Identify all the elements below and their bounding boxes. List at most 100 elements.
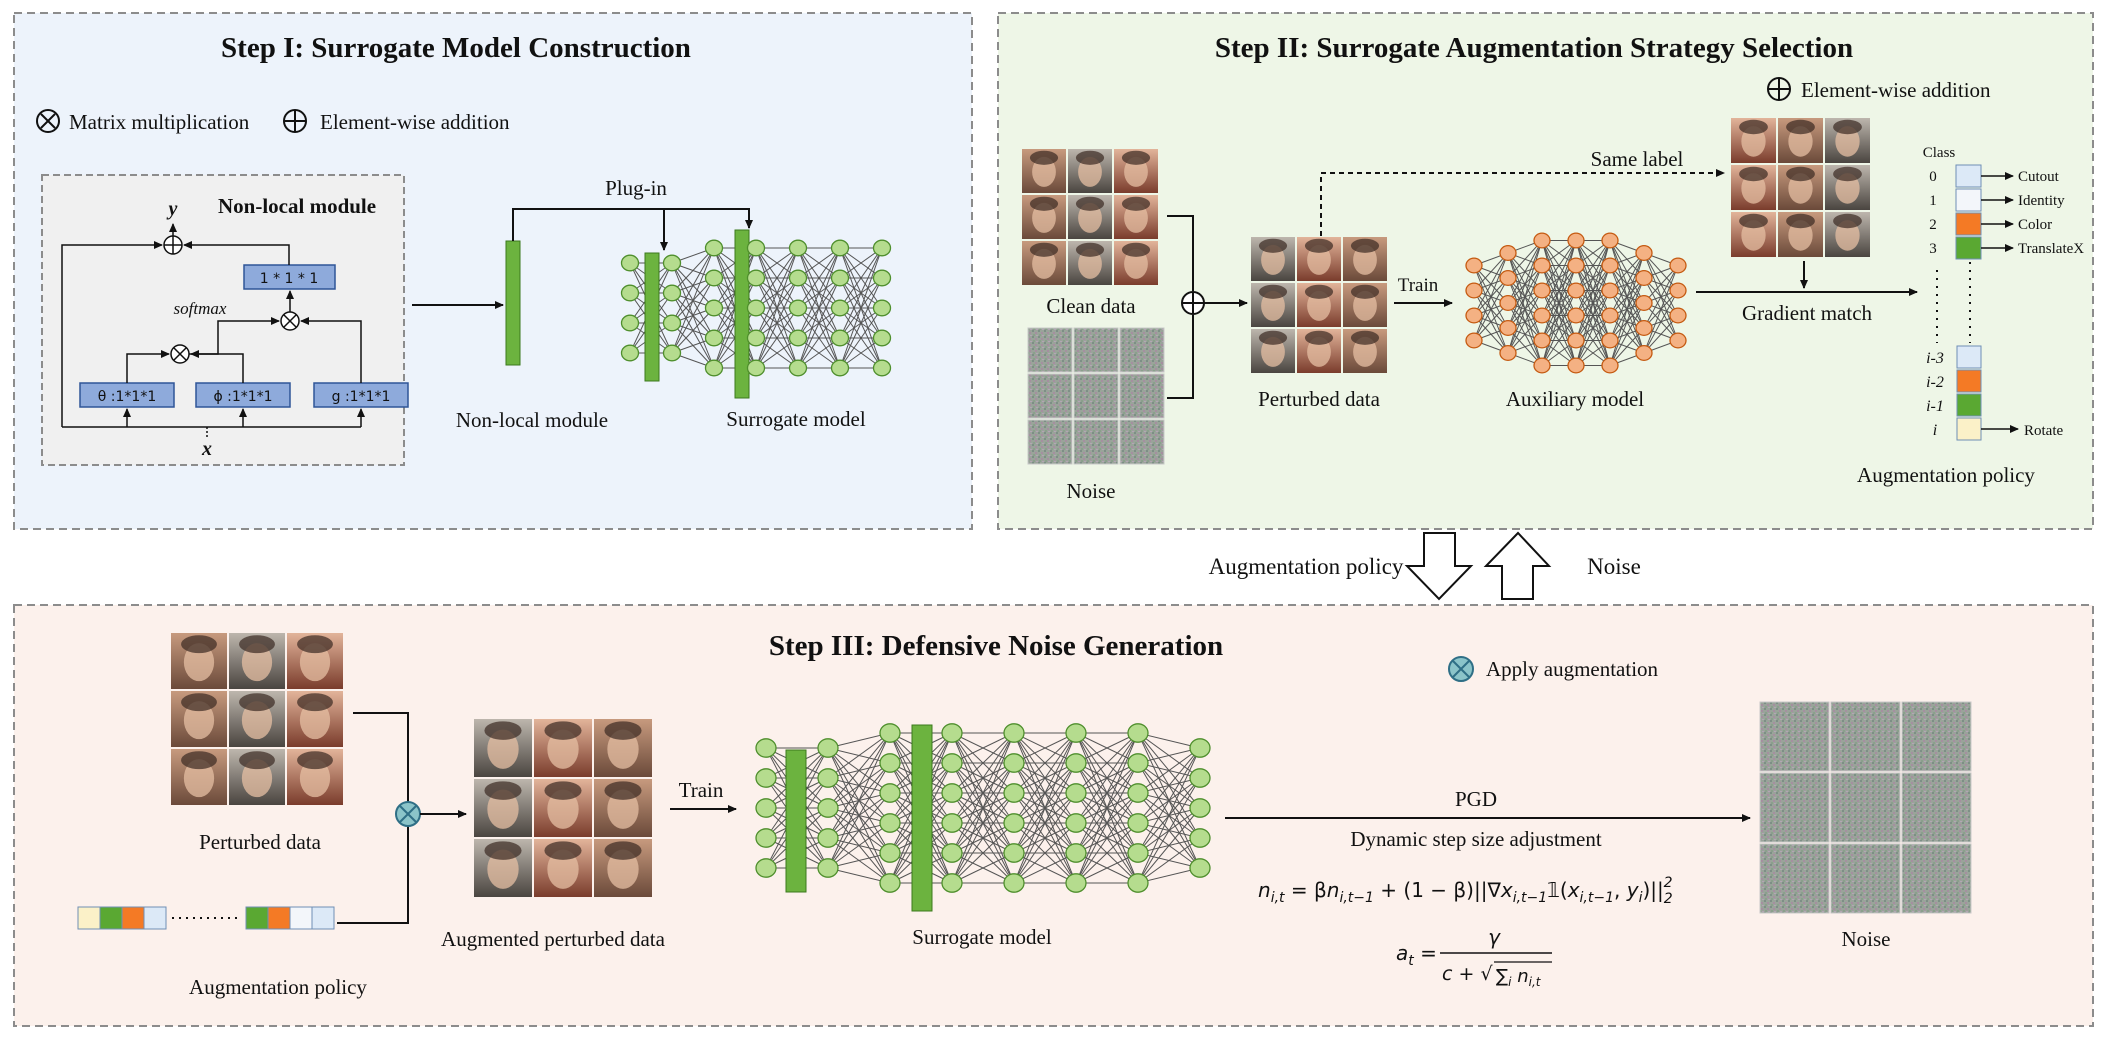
noise-output-image-grid	[1759, 701, 1972, 914]
train-label-3: Train	[679, 778, 724, 802]
network-node	[941, 723, 963, 743]
network-node	[941, 813, 963, 833]
network-node	[662, 344, 682, 362]
legend-add-label-2: Element-wise addition	[1801, 78, 1991, 102]
network-node	[1065, 813, 1087, 833]
noise-thumbnail	[1073, 419, 1119, 465]
up-hollow-arrow-icon	[1483, 531, 1552, 600]
same-label-label: Same label	[1591, 147, 1684, 171]
network-node	[872, 299, 892, 317]
class-swatch	[1956, 369, 1982, 393]
network-node	[1189, 828, 1211, 848]
class-index: i	[1933, 422, 1937, 439]
noise-image-grid	[1027, 327, 1165, 465]
policy-cell	[77, 906, 101, 930]
auxiliary-caption: Auxiliary model	[1506, 387, 1644, 411]
network-node	[1065, 783, 1087, 803]
network-node	[755, 768, 777, 788]
noise-thumbnail	[1073, 373, 1119, 419]
network-node	[1065, 753, 1087, 773]
network-node	[1567, 232, 1585, 249]
network-node	[1635, 269, 1653, 287]
network-node	[1189, 858, 1211, 878]
noise-thumbnail	[1759, 772, 1830, 843]
class-op: Rotate	[2024, 423, 2063, 439]
noise-thumbnail	[1901, 843, 1972, 914]
network-node	[1601, 357, 1619, 374]
class-header: Class	[1923, 145, 1956, 161]
network-node	[1003, 723, 1025, 743]
network-node	[872, 269, 892, 287]
same-label-image-grid	[1731, 118, 1870, 257]
network-node	[620, 284, 640, 302]
network-node	[755, 798, 777, 818]
network-node	[941, 783, 963, 803]
network-node	[1127, 873, 1149, 893]
network-node	[830, 359, 850, 377]
noise-thumbnail	[1901, 701, 1972, 772]
panel-step1: Step I: Surrogate Model Construction Mat…	[13, 12, 973, 530]
softmax-label: softmax	[174, 299, 227, 318]
policy-cell	[245, 906, 269, 930]
green-layer-bar	[911, 724, 933, 912]
middle-noise-label: Noise	[1587, 554, 1641, 579]
network-node	[1065, 723, 1087, 743]
network-node	[704, 359, 724, 377]
network-node	[1465, 332, 1483, 349]
network-node	[1533, 357, 1551, 374]
network-node	[1003, 813, 1025, 833]
nonlocal-caption: Non-local module	[456, 408, 608, 432]
network-node	[755, 738, 777, 758]
policy-cell	[99, 906, 123, 930]
matmul-node-top-icon	[280, 311, 300, 331]
network-node	[1003, 783, 1025, 803]
panel-step3: Step III: Defensive Noise Generation App…	[13, 604, 2094, 1027]
noise-thumbnail	[1073, 327, 1119, 373]
network-node	[1567, 257, 1585, 274]
conv-out-box	[243, 264, 336, 290]
network-node	[879, 753, 901, 773]
g-label: g :1*1*1	[332, 389, 391, 405]
theta-box	[79, 382, 175, 408]
network-node	[662, 254, 682, 272]
svg-text:c + √: c + √	[1442, 963, 1493, 985]
network-node	[1003, 843, 1025, 863]
class-index: i-2	[1926, 374, 1944, 391]
class-swatch	[1956, 393, 1982, 417]
network-node	[1533, 332, 1551, 349]
plugin-label: Plug-in	[605, 176, 667, 200]
network-node	[746, 329, 766, 347]
green-layer-bar	[644, 252, 660, 382]
augmented-data-image-grid	[474, 719, 652, 897]
network-node	[1065, 873, 1087, 893]
network-node	[1669, 332, 1687, 349]
network-node	[788, 329, 808, 347]
noise-thumbnail	[1119, 373, 1165, 419]
policy-cell	[289, 906, 313, 930]
class-swatch	[1955, 188, 1982, 212]
matmul-node-bottom-icon	[170, 344, 190, 364]
network-node	[1635, 244, 1653, 262]
policy-cell	[311, 906, 335, 930]
network-node	[704, 299, 724, 317]
network-node	[941, 753, 963, 773]
phi-label: ϕ :1*1*1	[213, 389, 272, 405]
y-label: y	[167, 198, 178, 220]
network-node	[1533, 282, 1551, 299]
equation-step-size: at = γ c + √ ∑i ni,t	[1396, 925, 1552, 989]
network-node	[1065, 843, 1087, 863]
noise-thumbnail	[1027, 327, 1073, 373]
network-node	[746, 359, 766, 377]
apply-augmentation-node-icon	[395, 801, 421, 827]
policy-cell	[267, 906, 291, 930]
network-node	[1567, 332, 1585, 349]
perturbed-data-image-grid	[1251, 237, 1387, 373]
network-node	[1189, 768, 1211, 788]
class-swatch	[1955, 164, 1982, 188]
class-index: i-3	[1926, 350, 1944, 367]
noise-caption-3: Noise	[1842, 927, 1891, 951]
step1-title: Step I: Surrogate Model Construction	[221, 32, 691, 64]
network-node	[1601, 307, 1619, 324]
